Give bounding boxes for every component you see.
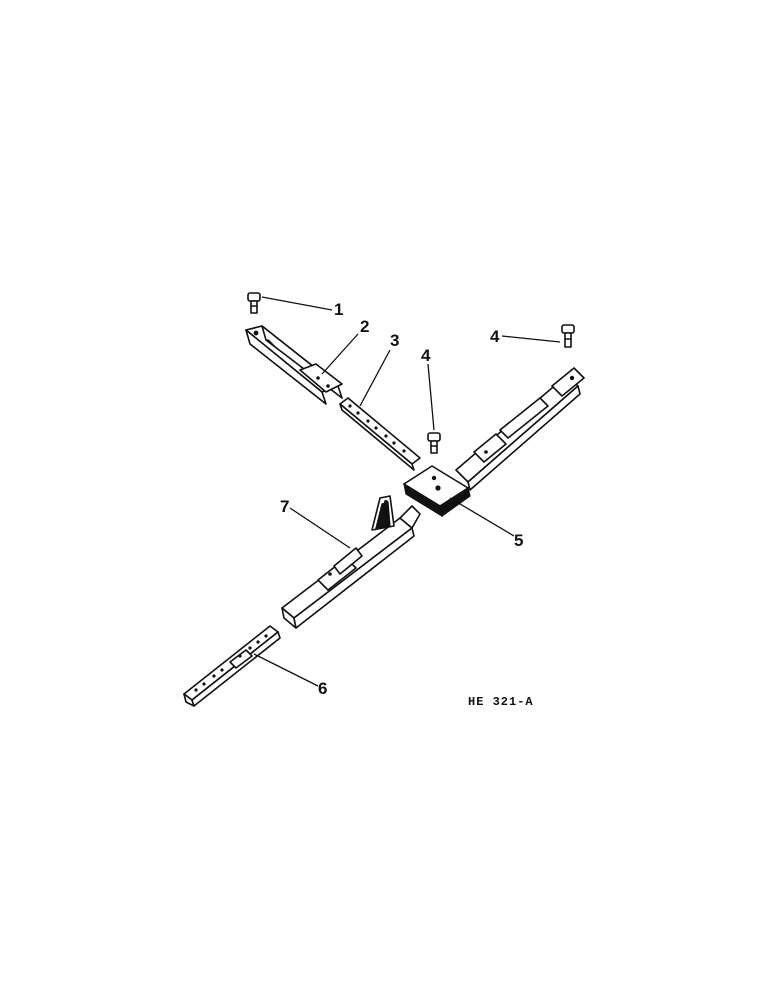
bolt-part-4-right <box>561 324 575 348</box>
leader-7 <box>289 507 351 549</box>
strap-part-3 <box>339 397 421 471</box>
callout-5: 5 <box>514 531 523 550</box>
lower-arm-part-7 <box>281 495 421 629</box>
callout-7: 7 <box>280 497 289 516</box>
arm-bar-part-2 <box>245 325 343 405</box>
bolt-part-4-center <box>427 432 441 454</box>
leader-6 <box>253 653 319 687</box>
leader-4-right <box>501 335 561 343</box>
callout-3: 3 <box>390 331 399 350</box>
callout-2: 2 <box>360 317 369 336</box>
callout-4-center: 4 <box>421 346 431 365</box>
leader-3 <box>359 349 391 407</box>
callout-4-right: 4 <box>490 327 500 346</box>
leader-4-center <box>427 363 435 431</box>
leader-1 <box>261 296 333 311</box>
arm-right <box>455 367 585 491</box>
leader-2 <box>321 333 359 375</box>
strap-part-6 <box>183 625 281 707</box>
figure-id: HE 321-A <box>468 695 534 709</box>
center-plate-part-5 <box>403 465 471 518</box>
callout-6: 6 <box>318 679 327 698</box>
leader-5 <box>449 497 515 537</box>
bolt-part-1 <box>247 292 261 314</box>
callout-1: 1 <box>334 300 343 319</box>
